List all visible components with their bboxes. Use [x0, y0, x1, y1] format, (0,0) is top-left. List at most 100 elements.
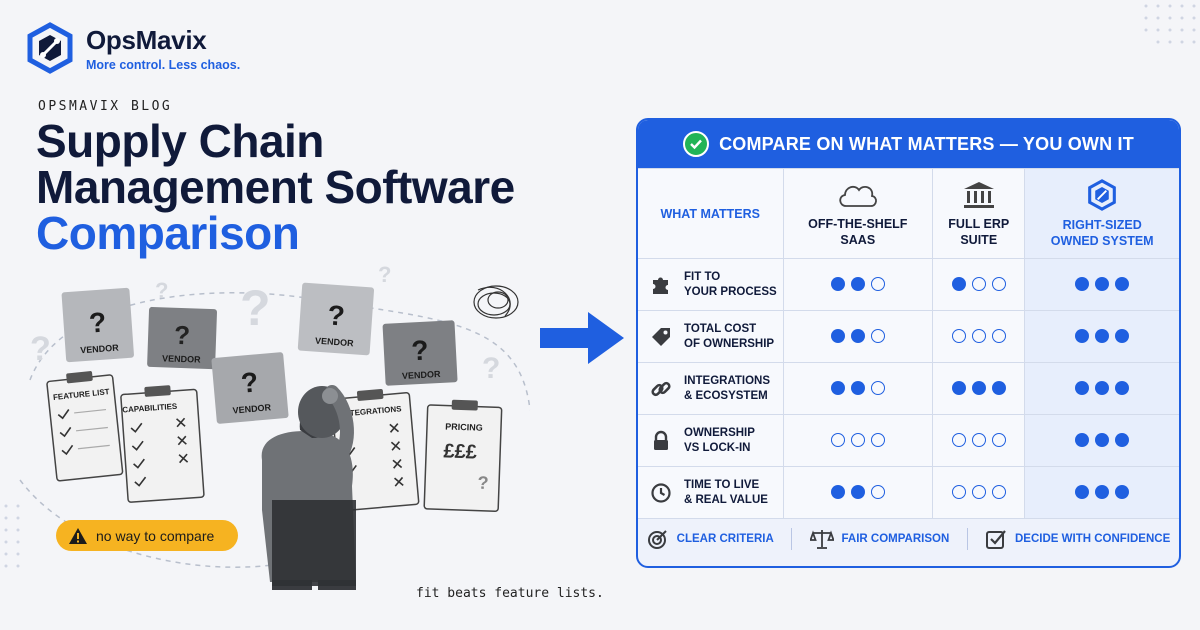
lock-icon	[654, 430, 668, 450]
svg-text:?: ?	[411, 335, 430, 367]
footer-fair-comparison: FAIR COMPARISON	[809, 528, 950, 550]
score-cell	[1024, 258, 1179, 311]
svg-text:?: ?	[477, 473, 489, 493]
footer-divider	[791, 528, 793, 550]
panel-title: COMPARE ON WHAT MATTERS — YOU OWN IT	[719, 133, 1134, 154]
score-cell	[932, 258, 1026, 311]
panel-header: COMPARE ON WHAT MATTERS — YOU OWN IT	[638, 120, 1179, 168]
footer-decide-confidence: DECIDE WITH CONFIDENCE	[985, 528, 1170, 550]
score-dot-filled	[1075, 485, 1090, 500]
column-label-line2: SUITE	[960, 232, 998, 247]
score-cell	[782, 414, 934, 467]
svg-text:VENDOR: VENDOR	[232, 402, 272, 415]
cloud-icon	[839, 185, 877, 207]
checkbox-icon	[986, 530, 1006, 549]
criterion-line2: VS LOCK-IN	[684, 441, 751, 454]
criterion-line1: TIME TO LIVE	[684, 478, 760, 491]
confused-buyer-illustration: ? ? ? ? ? ? ? VENDOR ? VENDOR ? VENDOR ?…	[19, 262, 531, 590]
score-dot-empty	[870, 485, 885, 500]
score-cell	[1024, 414, 1179, 467]
score-dot-filled	[1095, 485, 1110, 500]
header-erp: FULL ERP SUITE	[932, 168, 1026, 259]
svg-text:?: ?	[327, 299, 346, 331]
score-cell	[782, 466, 934, 519]
score-dot-filled	[1075, 381, 1090, 396]
score-dot-empty	[991, 485, 1006, 500]
score-cell	[782, 258, 934, 311]
brand-logo[interactable]: OpsMavix More control. Less chaos.	[24, 22, 240, 74]
svg-text:?: ?	[174, 320, 191, 351]
score-dot-filled	[830, 277, 845, 292]
header-saas: OFF-THE-SHELF SAAS	[782, 168, 934, 259]
score-cell	[1024, 466, 1179, 519]
footer-label: CLEAR CRITERIA	[676, 533, 774, 545]
capabilities-clipboard: CAPABILITIES	[120, 385, 205, 503]
score-cell	[782, 310, 934, 363]
score-dot-filled	[971, 381, 986, 396]
criterion-line1: FIT TO	[684, 270, 721, 283]
clock-icon	[651, 482, 671, 503]
score-cell	[782, 362, 934, 415]
question-mark-icon: ?	[482, 352, 500, 385]
column-label-line2: SAAS	[840, 232, 876, 247]
dot-grid-decoration	[4, 504, 20, 568]
column-label-line1: FULL ERP	[948, 216, 1010, 231]
score-cell	[932, 362, 1026, 415]
vendor-card: ? VENDOR	[297, 282, 375, 356]
column-label-line1: RIGHT-SIZED	[1062, 217, 1142, 232]
score-dot-filled	[1075, 277, 1090, 292]
title-line-3: Comparison	[36, 207, 300, 259]
scribble-thought-icon	[473, 285, 519, 319]
score-dot-filled	[1115, 381, 1130, 396]
score-dot-filled	[1115, 329, 1130, 344]
table-row: TIME TO LIVE & REAL VALUE	[638, 466, 1179, 519]
svg-text:VENDOR: VENDOR	[402, 369, 441, 381]
score-dot-empty	[870, 329, 885, 344]
criterion-line2: YOUR PROCESS	[684, 285, 777, 298]
warning-icon	[69, 527, 87, 544]
score-dot-filled	[830, 381, 845, 396]
score-cell	[1024, 310, 1179, 363]
footer-label: FAIR COMPARISON	[841, 533, 950, 545]
score-dot-filled	[951, 381, 966, 396]
dot-grid-decoration	[1144, 4, 1196, 44]
header-what-matters: WHAT MATTERS	[638, 168, 784, 259]
score-dot-filled	[1075, 329, 1090, 344]
score-dot-filled	[951, 277, 966, 292]
score-dot-filled	[1075, 433, 1090, 448]
score-dot-filled	[1115, 433, 1130, 448]
header-owned-system: RIGHT-SIZED OWNED SYSTEM	[1024, 168, 1179, 259]
question-mark-icon: ?	[30, 330, 51, 368]
score-dot-filled	[830, 485, 845, 500]
score-cell	[1024, 362, 1179, 415]
score-cell	[932, 466, 1026, 519]
pricing-clipboard: PRICING £££ ?	[423, 399, 503, 513]
confused-person-figure	[261, 385, 356, 590]
criterion-line1: INTEGRATIONS	[684, 374, 771, 387]
score-dot-empty	[951, 433, 966, 448]
brand-tagline: More control. Less chaos.	[86, 57, 241, 72]
svg-text:£££: £££	[443, 440, 477, 463]
svg-text:PRICING: PRICING	[445, 421, 483, 432]
score-dot-empty	[870, 381, 885, 396]
question-mark-icon: ?	[378, 262, 391, 287]
vendor-card: ? VENDOR	[147, 306, 217, 370]
table-row: INTEGRATIONS& ECOSYSTEM	[638, 362, 1179, 415]
criterion-cell: FIT TO YOUR PROCESS	[638, 258, 784, 311]
footer-divider	[966, 528, 968, 550]
opsmavix-logo-icon	[1088, 178, 1117, 211]
vendor-card: ? VENDOR	[382, 320, 458, 386]
score-dot-filled	[1095, 329, 1110, 344]
score-dot-filled	[1095, 277, 1110, 292]
criterion-line2: OF OWNERSHIP	[684, 337, 775, 350]
warning-badge: no way to compare	[56, 520, 238, 551]
panel-footer: CLEAR CRITERIA FAIR COMPARISON DECIDE WI…	[638, 512, 1179, 566]
score-dot-empty	[991, 329, 1006, 344]
score-dot-filled	[850, 485, 865, 500]
target-icon	[647, 530, 667, 549]
criterion-line2: & REAL VALUE	[684, 493, 768, 506]
comparison-table: WHAT MATTERS OFF-THE-SHELF SAAS FULL ERP…	[638, 168, 1179, 519]
